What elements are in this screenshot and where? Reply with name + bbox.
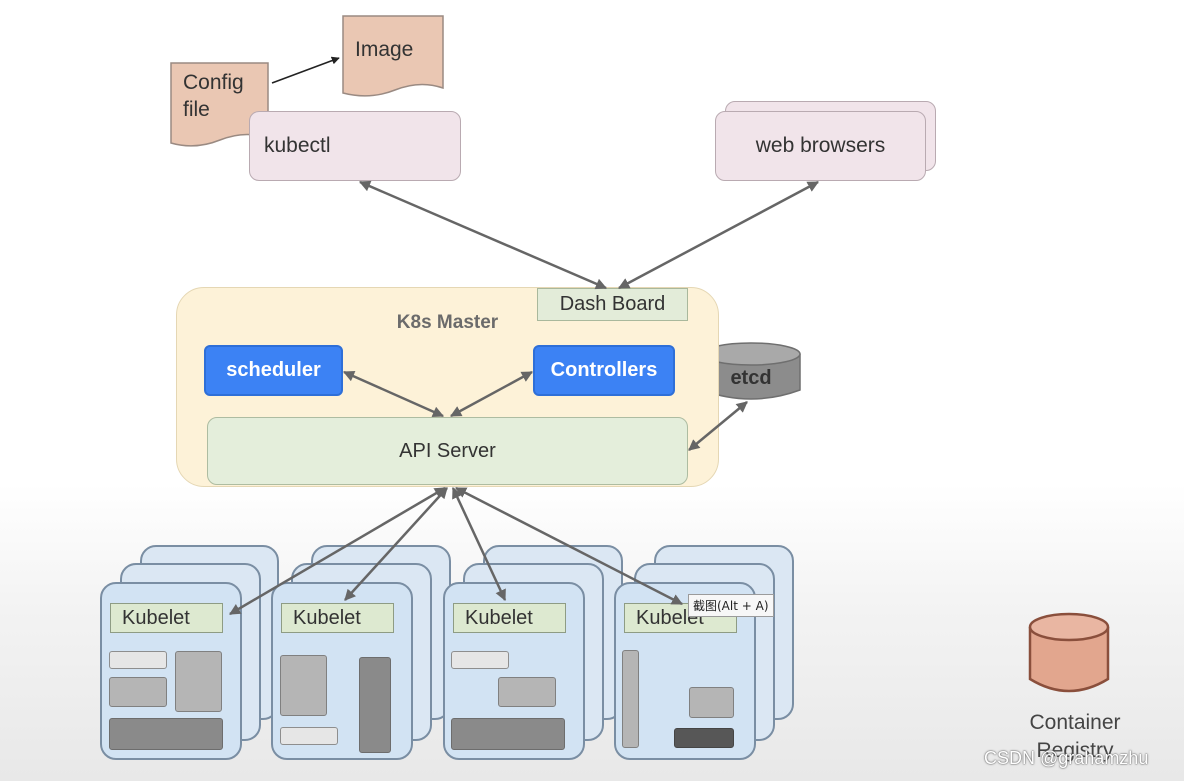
csdn-watermark: CSDN @grahamzhu bbox=[984, 748, 1149, 768]
screenshot-tooltip: 截图(Alt + A) bbox=[688, 594, 774, 617]
node-1-kubelet-label: Kubelet bbox=[122, 606, 190, 629]
image-document-shape bbox=[342, 15, 444, 97]
pod bbox=[674, 728, 734, 748]
container-registry-label-line2: Registry bbox=[1036, 739, 1114, 762]
pod bbox=[175, 651, 222, 712]
controllers-box: Controllers bbox=[533, 345, 675, 396]
arrow-browsers-dashboard bbox=[618, 180, 819, 290]
arrow-api-etcd bbox=[688, 401, 748, 451]
pod bbox=[498, 677, 556, 707]
k8s-master-title: K8s Master bbox=[396, 312, 499, 333]
pod bbox=[109, 677, 167, 707]
web-browsers-box: web browsers bbox=[715, 111, 926, 181]
arrow-kubectl-dashboard bbox=[358, 180, 608, 290]
node-3-kubelet: Kubelet bbox=[453, 603, 566, 633]
arrow-api-kubelet-3 bbox=[451, 486, 507, 602]
api-server-label: API Server bbox=[399, 439, 496, 462]
kubectl-label: kubectl bbox=[264, 134, 331, 157]
container-registry-cylinder bbox=[1028, 612, 1110, 693]
dashboard-label: Dash Board bbox=[559, 293, 666, 315]
arrow-api-kubelet-4 bbox=[454, 486, 684, 606]
arrow-api-kubelet-1 bbox=[229, 486, 446, 616]
kubectl-box: kubectl bbox=[249, 111, 461, 181]
pod bbox=[451, 718, 565, 750]
node-1-kubelet: Kubelet bbox=[110, 603, 223, 633]
pod bbox=[451, 651, 509, 669]
etcd-label: etcd bbox=[730, 367, 772, 389]
node-3-kubelet-label: Kubelet bbox=[465, 606, 533, 629]
image-document-label: Image bbox=[355, 38, 414, 61]
pod bbox=[359, 657, 391, 753]
arrow-scheduler-api bbox=[342, 370, 445, 418]
node-4-kubelet-label: Kubelet bbox=[636, 606, 704, 629]
scheduler-box: scheduler bbox=[204, 345, 343, 396]
web-browsers-label: web browsers bbox=[755, 134, 886, 157]
etcd-cylinder bbox=[701, 342, 801, 400]
container-registry-label-line1: Container bbox=[1029, 711, 1121, 734]
pod bbox=[280, 655, 327, 716]
scheduler-label: scheduler bbox=[226, 359, 321, 381]
config-document-label-line1: Config bbox=[183, 71, 244, 94]
arrow-config-image bbox=[271, 56, 340, 84]
pod bbox=[109, 718, 223, 750]
pod bbox=[689, 687, 734, 718]
api-server-box: API Server bbox=[207, 417, 688, 485]
pod bbox=[622, 650, 639, 748]
arrow-api-kubelet-2 bbox=[344, 487, 448, 601]
dashboard-box: Dash Board bbox=[537, 288, 688, 321]
arrow-controllers-api bbox=[450, 370, 533, 418]
config-document-label-line2: file bbox=[183, 98, 210, 121]
pod bbox=[280, 727, 338, 745]
pod bbox=[109, 651, 167, 669]
controllers-label: Controllers bbox=[550, 359, 658, 381]
